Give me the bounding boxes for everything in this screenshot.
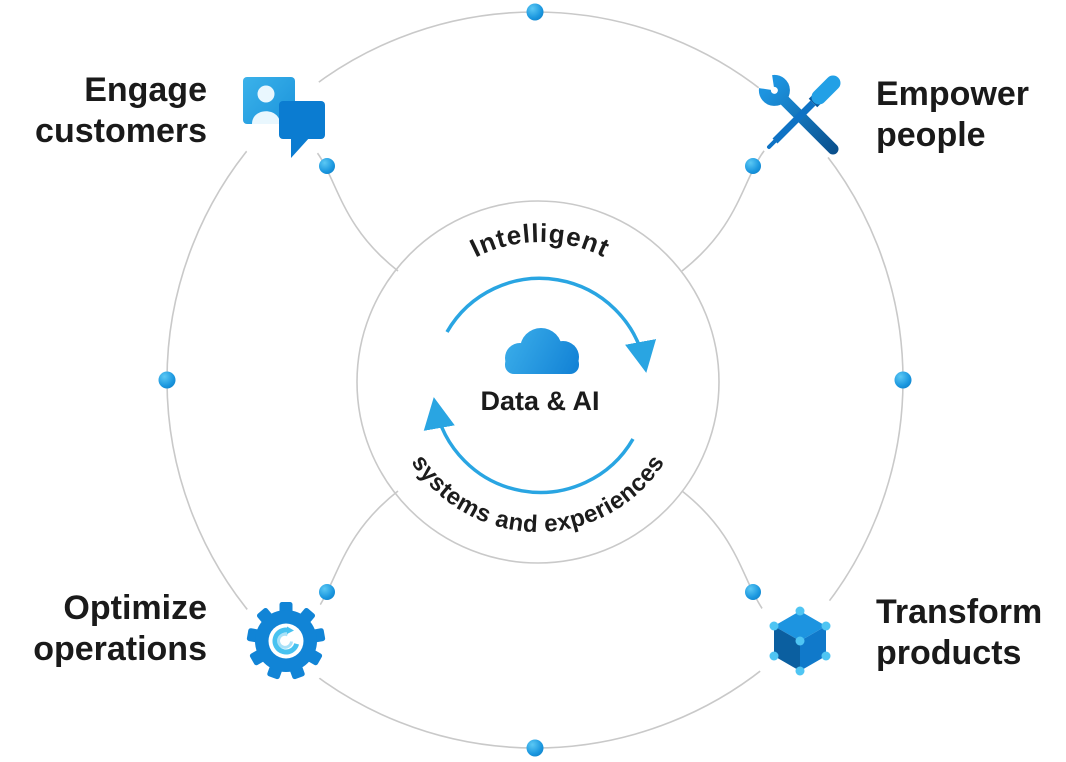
cycle-arrow-top-arc	[445, 276, 657, 373]
arc-text-top: Intelligent	[465, 218, 615, 263]
node-dot-bottom	[526, 739, 544, 757]
node-label-line2: products	[876, 634, 1022, 673]
node-label-line2: people	[876, 116, 986, 155]
node-label-transform-products: Transform products	[876, 592, 1042, 675]
inner-circle	[356, 200, 720, 564]
node-label-line2: customers	[35, 112, 207, 151]
cycle-arrow-bottom-arc	[423, 397, 635, 495]
cloud-icon	[505, 328, 579, 374]
gear-sync-icon	[246, 602, 326, 680]
node-dot-right	[894, 371, 912, 389]
connector-dot-bottom-right	[745, 584, 761, 600]
node-dot-left	[158, 371, 176, 389]
node-dot-top	[526, 3, 544, 21]
connector-dot-top-left	[319, 158, 335, 174]
center-label: Data & AI	[480, 386, 599, 416]
connector-dot-bottom-left	[319, 584, 335, 600]
node-label-line1: Optimize	[63, 589, 207, 627]
node-label-line2: operations	[33, 630, 207, 669]
node-label-empower-people: Empower people	[876, 74, 1029, 157]
chat-bubbles-icon	[243, 77, 325, 158]
connector-dot-top-right	[745, 158, 761, 174]
wrench-screwdriver-icon	[758, 74, 841, 155]
node-label-line1: Empower	[876, 75, 1030, 113]
node-label-optimize-operations: Optimize operations	[33, 588, 207, 671]
node-label-line1: Transform	[876, 593, 1043, 631]
node-label-line1: Engage	[84, 71, 207, 109]
cube-network-icon	[769, 606, 831, 676]
node-label-engage-customers: Engage customers	[35, 70, 207, 153]
cycle-arrow	[423, 276, 657, 495]
